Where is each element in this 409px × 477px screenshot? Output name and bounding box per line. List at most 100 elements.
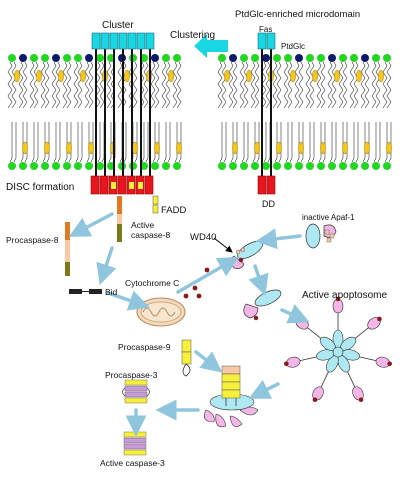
cluster-label: Cluster [102,20,134,31]
lipid-oval [168,69,174,83]
active-caspase8-label-1: Active [131,220,154,230]
apaf1-monomer-icon [243,289,282,321]
fas-receptor-single [257,32,276,178]
head-group [41,162,49,170]
head-group [30,54,38,62]
head-group [8,162,16,170]
lipid-oval [44,141,50,155]
lipid-oval [378,69,384,83]
head-group [328,162,336,170]
head-group [361,162,369,170]
apoptosome-caspase9-complex [203,365,259,428]
lipid-oval [364,141,370,155]
head-group [19,54,27,62]
fadd-label: FADD [161,205,186,216]
lipid-oval [246,69,252,83]
pathway-arrows [68,212,310,437]
head-group [339,54,347,62]
head-group [262,162,270,170]
head-group [162,54,170,62]
procaspase9-label: Procaspase-9 [118,342,171,352]
head-group [317,162,325,170]
cytochrome-c-dot [387,361,392,367]
apaf1-arm [359,356,378,362]
lipid-tails [7,61,392,163]
head-group [218,162,226,170]
head-group [52,54,60,62]
head-group [361,54,369,62]
head-group [218,54,226,62]
disc-formation-label: DISC formation [6,182,74,193]
head-group [173,162,181,170]
procaspase8-label: Procaspase-8 [6,235,59,245]
head-group [240,54,248,62]
head-group [383,162,391,170]
active-caspase8-label-2: caspase-8 [131,230,170,240]
lipid-oval [14,69,20,83]
head-group [306,162,314,170]
disc-death-domains [90,175,154,195]
lipid-oval [36,69,42,83]
inactive-apaf1-label: inactive Apaf-1 [302,213,355,222]
wd40-pointer [213,237,233,253]
apaf1-arm [298,356,317,362]
bid-icon [69,289,102,294]
head-group [151,162,159,170]
receptor-head [266,32,276,50]
cytochrome-c-dot [358,397,364,403]
head-group [372,54,380,62]
cytochrome-c-dot [312,397,318,403]
lipid-oval [132,141,138,155]
receptor-head [118,32,128,50]
lipid-oval [224,69,230,83]
apaf1-arm [306,326,322,339]
head-group [262,54,270,62]
lipid-oval [386,141,392,155]
receptor-head [91,32,101,50]
bid-label: Bid [105,287,118,297]
head-group [273,162,281,170]
lipid-oval [154,141,160,155]
ptdglc-label: PtdGlc [281,42,305,51]
apaf1-wd40-icon [230,240,263,269]
lipid-oval [22,141,28,155]
dd-death-domain [257,175,276,195]
head-group [96,54,104,62]
procaspase8-icon [65,222,70,276]
cytochrome-c-dot [284,361,289,367]
cytochrome-c-label: Cytochrome C [125,278,179,288]
head-group [19,162,27,170]
receptor-head [136,32,146,50]
lipid-oval [298,141,304,155]
head-group [306,54,314,62]
lipid-oval [58,69,64,83]
head-group [284,162,292,170]
lipid-oval [334,69,340,83]
active-caspase8-icon [117,196,122,242]
lipid-oval [80,69,86,83]
active-caspase3-label: Active caspase-3 [100,458,165,468]
head-group [229,54,237,62]
fas-receptor-cluster [91,32,155,178]
lipid-ovals [14,69,392,155]
head-group [151,54,159,62]
head-group [8,54,16,62]
lipid-oval [276,141,282,155]
head-group [85,54,93,62]
apaf1-arm [354,326,370,339]
head-group [317,54,325,62]
cytochrome-c-dot [335,296,341,302]
lipid-oval [254,141,260,155]
active-apoptosome-icon [284,296,392,403]
head-group [295,54,303,62]
head-group [229,162,237,170]
clustering-arrow [194,34,228,58]
head-group [350,162,358,170]
head-group [85,162,93,170]
clustering-label: Clustering [170,30,215,41]
head-group [284,54,292,62]
microdomain-label: PtdGlc-enriched microdomain [235,9,360,20]
receptor-head [100,32,110,50]
membrane-head-groups [8,54,391,170]
